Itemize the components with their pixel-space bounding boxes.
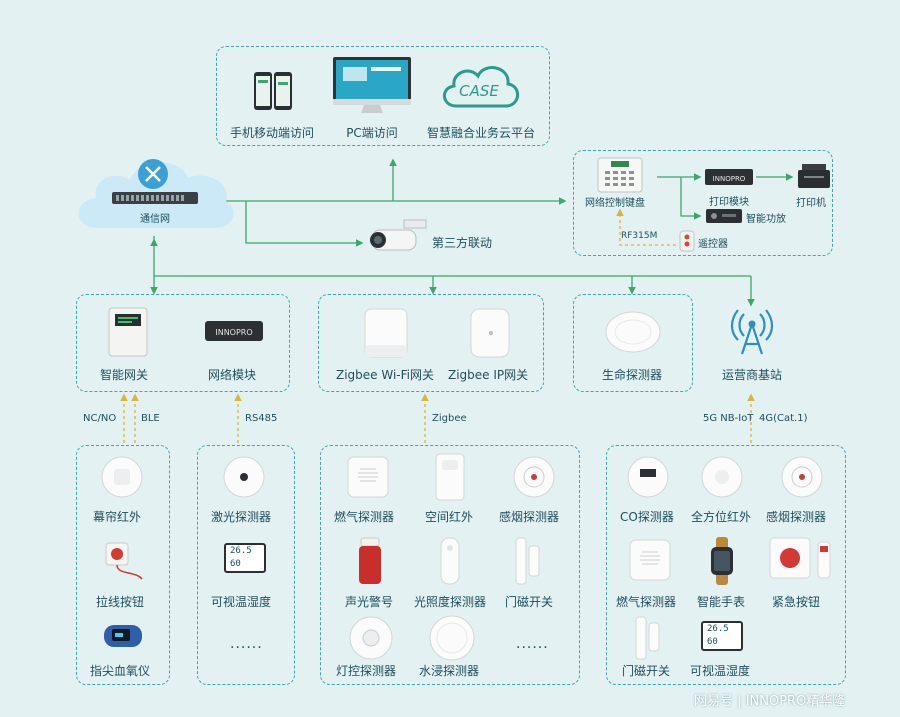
monitor-icon: [333, 57, 411, 113]
device-label: 门磁开关: [505, 595, 554, 609]
light-control-detector-icon: [349, 616, 393, 660]
smart-gateway-label: 智能网关: [100, 368, 149, 382]
remote-icon: [679, 230, 695, 252]
third-party-label: 第三方联动: [432, 236, 493, 250]
network-label: 通信网: [140, 214, 170, 225]
zigbee-wifi-gateway-label: Zigbee Wi-Fi网关: [336, 368, 434, 382]
life-detector-label: 生命探测器: [602, 368, 663, 382]
life-detector-icon: [605, 311, 661, 353]
amplifier-label: 智能功放: [746, 214, 786, 225]
gas-detector-icon: [629, 539, 671, 581]
printer-label: 打印机: [796, 198, 826, 209]
ncno-link-label: NC/NO: [83, 413, 117, 424]
laser-detector-icon: [223, 456, 265, 498]
device-label: 全方位红外: [691, 510, 752, 524]
gateway-group-2: [318, 294, 544, 392]
network-cloud: [78, 159, 234, 228]
door-sensor-icon: [515, 537, 540, 585]
more-devices: ......: [516, 636, 549, 652]
device-label: 激光探测器: [211, 510, 272, 524]
oximeter-icon: [104, 625, 142, 647]
pull-button-icon: [105, 542, 143, 580]
co-detector-icon: [627, 456, 669, 498]
smoke-detector-icon: [781, 456, 823, 498]
water-leak-detector-icon: [429, 615, 475, 661]
device-label: 智能手表: [697, 595, 746, 609]
device-label: 感烟探测器: [766, 510, 827, 524]
link-third-party: [245, 201, 364, 247]
camera-icon: [370, 219, 427, 251]
base-station-icon: [730, 309, 774, 355]
gateway-group-1: [76, 294, 290, 392]
siren-icon: [359, 537, 381, 584]
device-label: CO探测器: [620, 510, 674, 524]
rf-label: RF315M: [621, 231, 658, 241]
emergency-button-icon: [769, 537, 831, 579]
device-group-3: [320, 445, 580, 685]
svg-text:INNOPRO: INNOPRO: [713, 175, 746, 183]
device-label: 灯控探测器: [336, 664, 397, 678]
smart-watch-icon: [711, 537, 733, 585]
rs485-link-label: RS485: [245, 413, 278, 424]
device-group-2: [197, 445, 295, 685]
device-label: 可视温湿度: [690, 664, 751, 678]
device-label: 可视温湿度: [211, 595, 272, 609]
smartphone-icon: [254, 72, 292, 110]
base-station-label: 运营商基站: [722, 368, 783, 382]
watermark: 网易号 | INNOPRO精华隆: [694, 694, 846, 709]
device-label: 拉线按钮: [96, 595, 145, 609]
cloud-icon: CASE: [443, 66, 519, 108]
cat1-link-label: 4G(Cat.1): [759, 413, 808, 424]
control-group: [573, 150, 833, 256]
device-group-1: [76, 445, 170, 685]
curtain-infrared-icon: [101, 456, 143, 498]
ble-link-label: BLE: [141, 413, 160, 424]
zigbee-ip-gateway-label: Zigbee IP网关: [448, 368, 529, 382]
smart-gateway-icon: [108, 307, 148, 357]
printer-icon: [798, 164, 830, 188]
space-infrared-icon: [435, 453, 465, 501]
zigbee-wifi-gateway-icon: [364, 308, 408, 358]
gateway-group-3: [573, 294, 693, 392]
keypad-icon: [597, 157, 643, 193]
pc-access-label: PC端访问: [346, 126, 398, 140]
cloud-platform-label: 智慧融合业务云平台: [426, 126, 535, 140]
mobile-access-label: 手机移动端访问: [229, 126, 314, 140]
amplifier-icon: [706, 209, 742, 223]
device-label: 门磁开关: [622, 664, 671, 678]
print-module-label: 打印模块: [709, 197, 749, 208]
device-label: 光照度探测器: [414, 595, 487, 609]
keypad-label: 网络控制键盘: [585, 198, 645, 209]
cloud-logo-text: CASE: [459, 82, 499, 100]
light-sensor-icon: [440, 537, 460, 585]
network-module-label: 网络模块: [208, 368, 257, 382]
nbiot-link-label: 5G NB-IoT: [703, 413, 754, 424]
svg-text:INNOPRO: INNOPRO: [215, 328, 252, 337]
door-sensor-icon: [635, 616, 660, 660]
more-devices: ......: [230, 636, 263, 652]
device-label: 声光警号: [345, 595, 394, 609]
device-label: 感烟探测器: [499, 510, 560, 524]
device-label: 指尖血氧仪: [90, 664, 151, 678]
platform-group: [216, 46, 550, 146]
device-label: 幕帘红外: [93, 510, 142, 524]
network-module-icon: INNOPRO: [205, 321, 263, 341]
omni-infrared-icon: [701, 456, 743, 498]
device-label: 燃气探测器: [616, 595, 677, 609]
zigbee-ip-gateway-icon: [470, 308, 510, 358]
device-label: 燃气探测器: [334, 510, 395, 524]
remote-label: 遥控器: [698, 239, 728, 250]
smoke-detector-icon: [513, 456, 555, 498]
zigbee-link-label: Zigbee: [432, 413, 467, 424]
device-label: 紧急按钮: [772, 595, 821, 609]
device-label: 水浸探测器: [419, 664, 480, 678]
gas-detector-icon: [347, 456, 389, 498]
device-group-4: [606, 445, 846, 685]
print-module-icon: INNOPRO: [705, 169, 753, 185]
device-label: 空间红外: [425, 510, 474, 524]
